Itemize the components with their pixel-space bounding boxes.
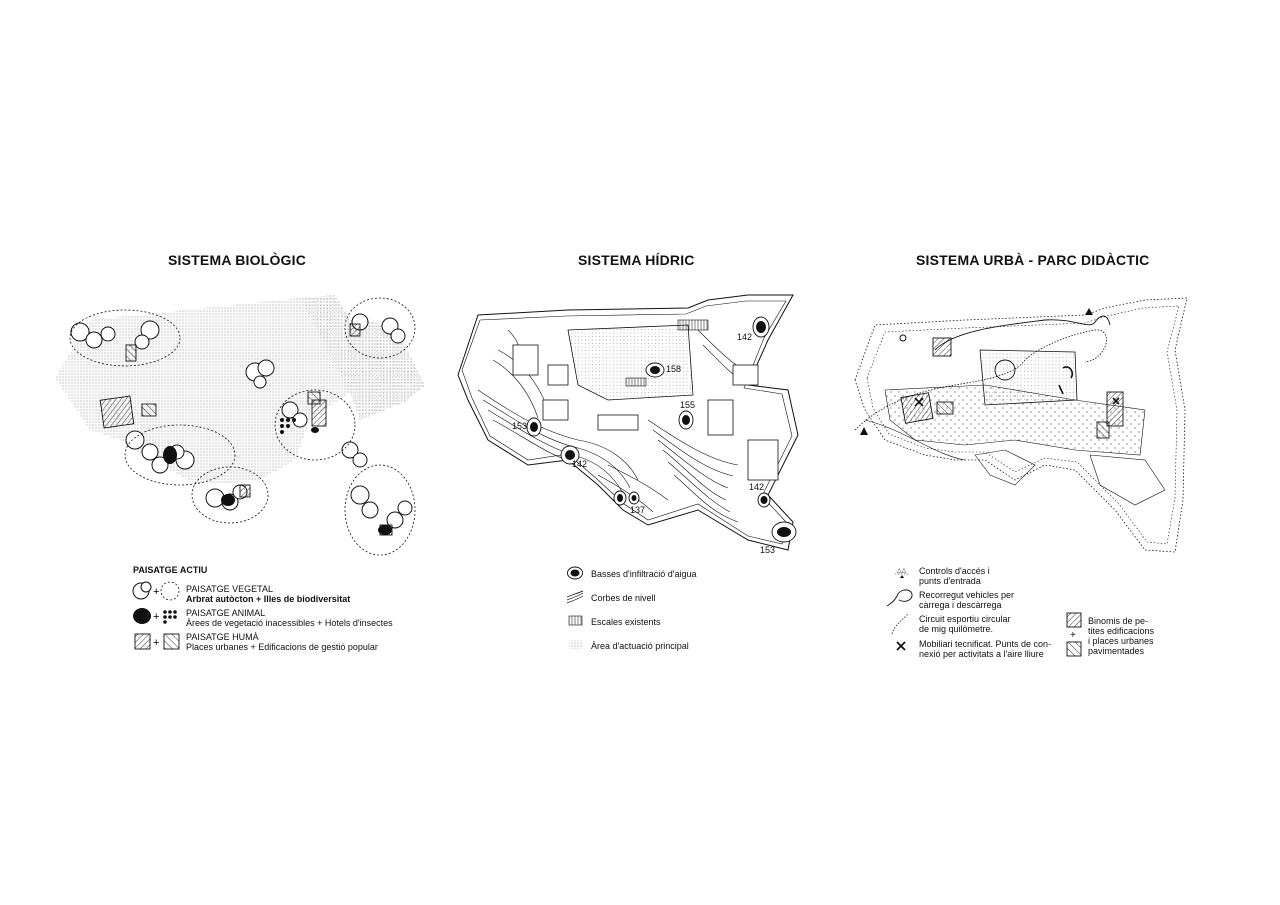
animal-blob-icon: + xyxy=(133,608,177,624)
legend-mobiliari-2: nexió per activitats a l'aire lliure xyxy=(919,649,1044,659)
svg-text:+: + xyxy=(153,611,159,623)
mobiliari-x-icon xyxy=(896,641,906,651)
title-sistema-hidric: SISTEMA HÍDRIC xyxy=(578,252,695,268)
legend-area: Àrea d'actuació principal xyxy=(591,641,689,651)
legend-mobiliari-1: Mobiliari tecnificat. Punts de con- xyxy=(919,639,1052,649)
hidric-map: 142 158 155 153 142 137 142 153 xyxy=(457,294,799,555)
contour-icon xyxy=(566,590,584,604)
bio-legend-heading: PAISATGE ACTIU xyxy=(133,565,208,575)
vegetal-title: PAISATGE VEGETAL xyxy=(186,584,274,594)
elev-142-a: 142 xyxy=(737,332,752,342)
elev-153-b: 153 xyxy=(760,545,775,555)
area-icon xyxy=(569,640,582,649)
legend-binomis-2: tites edificacions xyxy=(1088,626,1155,636)
urba-outline xyxy=(854,297,1188,553)
huma-desc: Places urbanes + Edificacions de gestió … xyxy=(186,642,378,652)
vegetal-desc: Arbrat autòcton + Illes de biodiversitat xyxy=(186,594,351,604)
urba-map xyxy=(854,297,1188,553)
elev-158: 158 xyxy=(666,364,681,374)
legend-basses: Basses d'infiltració d'aigua xyxy=(591,569,697,579)
title-sistema-urba: SISTEMA URBÀ - PARC DIDÀCTIC xyxy=(916,252,1150,268)
legend-corbes: Corbes de nivell xyxy=(591,593,656,603)
legend-circuit-1: Circuit esportiu circular xyxy=(919,614,1011,624)
access-control-icon: △△ xyxy=(895,568,909,578)
vehicle-route-icon xyxy=(886,589,913,607)
legend-controls-1: Controls d'accés i xyxy=(919,566,990,576)
elev-142-b: 142 xyxy=(572,459,587,469)
huma-title: PAISATGE HUMÀ xyxy=(186,632,259,642)
svg-text:+: + xyxy=(1070,630,1076,641)
legend-controls-2: punts d'entrada xyxy=(919,576,981,586)
legend-escales: Escales existents xyxy=(591,617,661,627)
hidric-area xyxy=(567,324,694,401)
legend-circuit-2: de mig quilòmetre. xyxy=(919,624,994,634)
animal-title: PAISATGE ANIMAL xyxy=(186,608,266,618)
binomis-icon: + xyxy=(1066,612,1082,657)
huma-hatch-icon: + xyxy=(134,633,180,650)
elev-155: 155 xyxy=(680,400,695,410)
svg-text:+: + xyxy=(153,586,159,598)
elev-137: 137 xyxy=(630,505,645,515)
elev-153-a: 153 xyxy=(512,421,527,431)
legend-binomis-3: i places urbanes xyxy=(1088,636,1154,646)
svg-text:△△: △△ xyxy=(897,568,907,574)
title-sistema-biologic: SISTEMA BIOLÒGIC xyxy=(168,252,307,268)
bio-map xyxy=(55,295,425,556)
legend-binomis-4: pavimentades xyxy=(1088,646,1145,656)
basin-icon xyxy=(567,566,583,580)
legend-binomis-1: Binomis de pe- xyxy=(1088,616,1149,626)
vegetal-tree-icon: + xyxy=(132,581,180,601)
circuit-icon xyxy=(891,613,909,635)
animal-desc: Àrees de vegetació inacessibles + Hotels… xyxy=(186,618,393,628)
elev-142-c: 142 xyxy=(749,482,764,492)
legend-recorregut-1: Recorregut vehicles per xyxy=(919,590,1015,600)
stairs-icon xyxy=(568,615,583,626)
svg-text:+: + xyxy=(153,637,159,649)
legend-recorregut-2: càrrega i descàrrega xyxy=(919,600,1002,610)
